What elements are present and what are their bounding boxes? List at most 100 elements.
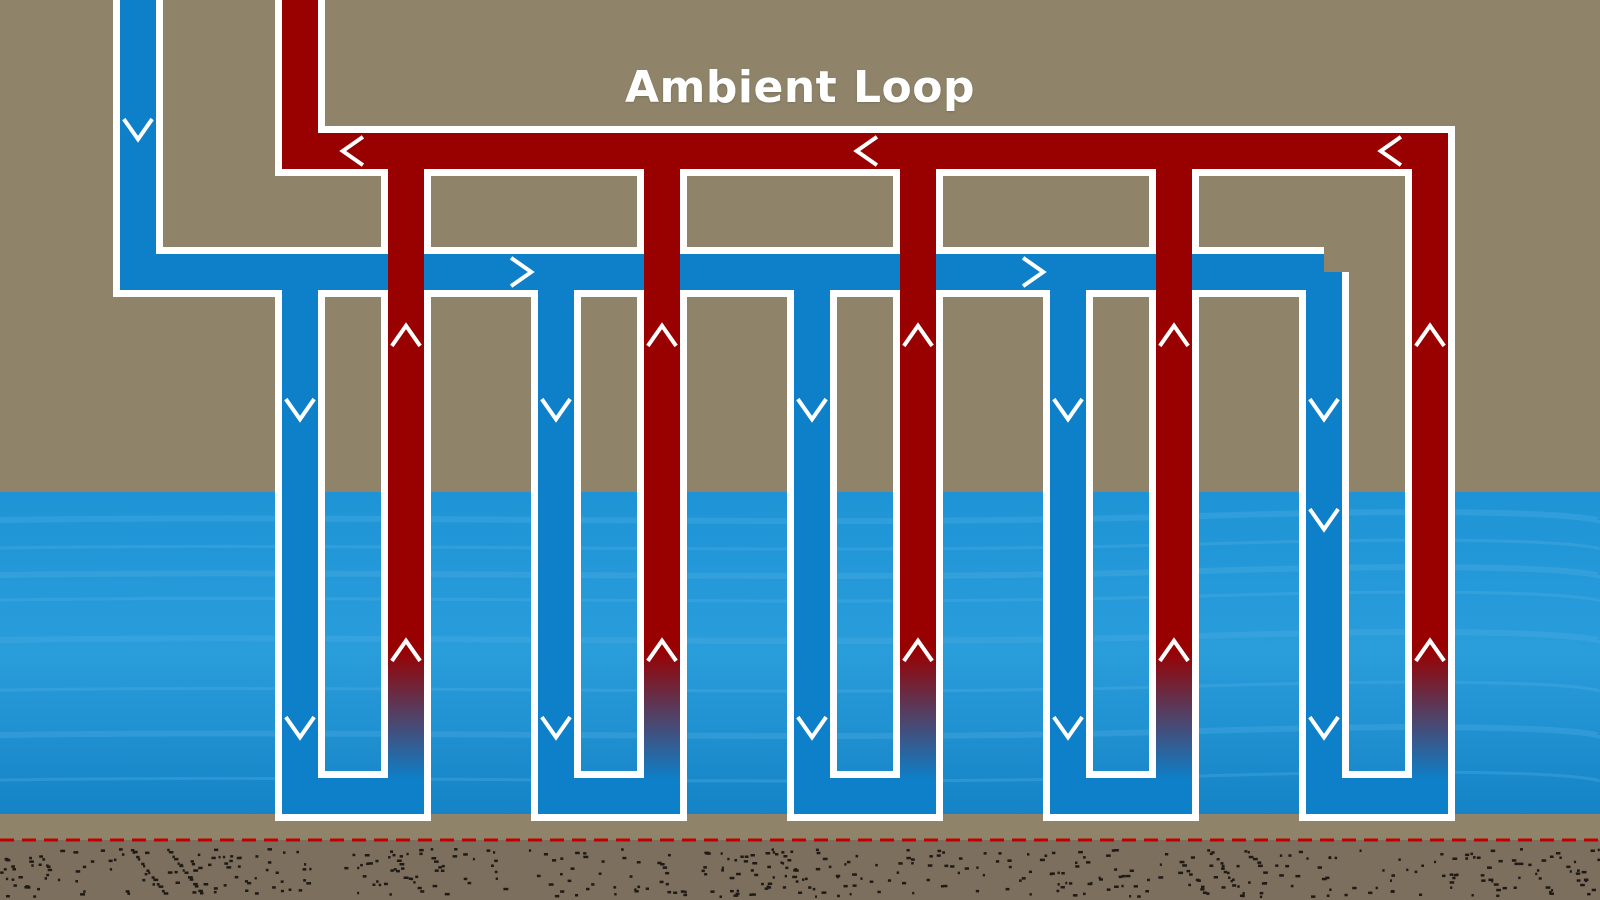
- flow-direction-chevron-icon: [1021, 256, 1047, 288]
- gravel-dot: [403, 876, 409, 879]
- gravel-dot: [372, 883, 376, 886]
- gravel-dot: [463, 877, 468, 881]
- gravel-dot: [1279, 854, 1283, 857]
- gravel-dot: [855, 854, 859, 858]
- gravel-dot: [958, 857, 963, 860]
- gravel-dot: [720, 852, 723, 855]
- gravel-dot: [1186, 869, 1191, 873]
- gravel-dot: [226, 866, 232, 869]
- gravel-dot: [660, 863, 665, 866]
- gravel-dot: [410, 877, 414, 881]
- gravel-dot: [815, 895, 817, 898]
- gravel-dot: [911, 862, 914, 865]
- gravel-dot: [388, 856, 391, 859]
- gravel-dot: [406, 852, 409, 856]
- gravel-dot: [267, 861, 272, 864]
- gravel-dot: [869, 880, 874, 883]
- gravel-dot: [444, 892, 450, 896]
- gravel-dot: [1087, 882, 1093, 886]
- gravel-dot: [75, 870, 81, 873]
- gravel-dot: [267, 848, 272, 851]
- gravel-dot: [254, 892, 259, 895]
- gravel-dot: [775, 853, 779, 856]
- gravel-dot: [528, 849, 532, 852]
- gravel-dot: [1221, 864, 1225, 868]
- gravel-dot: [767, 882, 773, 885]
- gravel-dot: [729, 876, 735, 880]
- gravel-dot: [781, 862, 785, 865]
- gravel-dot: [950, 865, 955, 868]
- gravel-dot: [1513, 886, 1517, 889]
- gravel-dot: [1298, 850, 1303, 854]
- gravel-dot: [657, 861, 662, 865]
- gravel-dot: [1220, 862, 1224, 865]
- gravel-dot: [47, 865, 51, 868]
- gravel-dot: [1591, 888, 1596, 892]
- gravel-dot: [12, 868, 16, 871]
- gravel-dot: [13, 884, 17, 887]
- gravel-dot: [378, 883, 382, 887]
- gravel-dot: [73, 851, 79, 854]
- gravel-dot: [1452, 876, 1456, 880]
- gravel-dot: [486, 849, 491, 852]
- gravel-dot: [560, 890, 565, 893]
- gravel-dot: [896, 871, 900, 874]
- gravel-dot: [208, 863, 212, 867]
- gravel-dot: [1258, 864, 1263, 868]
- gravel-dot: [636, 861, 641, 864]
- gravel-dot: [673, 891, 678, 894]
- gravel-dot: [247, 881, 252, 885]
- gravel-dot: [177, 862, 180, 865]
- gravel-dot: [434, 869, 439, 872]
- flow-direction-chevron-icon: [902, 322, 934, 348]
- gravel-dot: [203, 883, 209, 886]
- gravel-dot: [940, 885, 944, 888]
- gravel-dot: [995, 860, 1000, 863]
- gravel-dot: [1538, 877, 1542, 880]
- gravel-dot: [1382, 869, 1385, 872]
- gravel-dot: [366, 862, 370, 865]
- gravel-dot: [1060, 886, 1065, 889]
- gravel-dot: [1518, 876, 1521, 880]
- gravel-dot: [911, 858, 915, 861]
- gravel-dot: [560, 873, 563, 876]
- gravel-dot: [1549, 855, 1554, 858]
- gravel-dot: [812, 887, 816, 891]
- gravel-dot: [1576, 879, 1581, 882]
- gravel-dot: [108, 859, 113, 863]
- gravel-dot: [976, 866, 979, 869]
- gravel-dot: [1072, 894, 1078, 897]
- gravel-dot: [392, 853, 396, 857]
- gravel-dot: [364, 854, 370, 857]
- gravel-dot: [805, 877, 808, 881]
- gravel-dot: [1375, 886, 1378, 890]
- gravel-dot: [701, 869, 705, 873]
- gravel-dot: [1575, 872, 1581, 875]
- gravel-dot: [1086, 861, 1091, 864]
- gravel-dot: [399, 855, 403, 858]
- gravel-dot: [1498, 859, 1503, 863]
- gravel-dot: [906, 856, 911, 860]
- gravel-dot: [1211, 851, 1215, 854]
- gravel-dot: [1490, 849, 1496, 853]
- flow-direction-chevron-icon: [390, 637, 422, 663]
- gravel-dot: [1442, 874, 1446, 878]
- gravel-dot: [190, 860, 194, 863]
- gravel-dot: [560, 857, 564, 860]
- gravel-dot: [902, 881, 907, 885]
- borehole-transition-segment: [900, 650, 936, 780]
- gravel-dot: [1587, 892, 1591, 896]
- flow-direction-chevron-icon: [122, 117, 1446, 741]
- gravel-dot: [543, 853, 548, 856]
- gravel-dot: [1390, 890, 1395, 893]
- gravel-dot: [234, 875, 239, 879]
- flow-direction-chevron-icon: [646, 322, 678, 348]
- gravel-dot: [785, 866, 789, 870]
- gravel-dot: [494, 859, 498, 863]
- pipe-crossing: [388, 254, 424, 290]
- gravel-dot: [744, 855, 749, 858]
- gravel-dot: [60, 849, 66, 853]
- gravel-dot: [417, 886, 422, 890]
- gravel-dot: [613, 886, 617, 889]
